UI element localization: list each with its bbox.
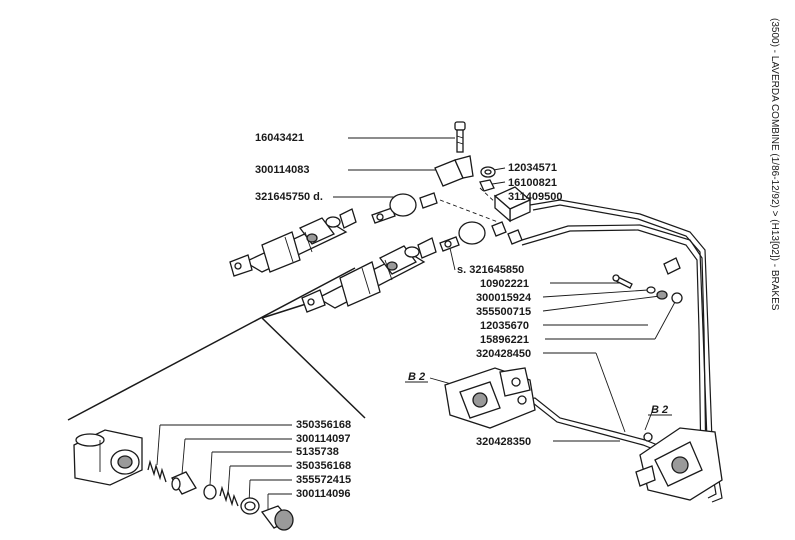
assembly-guide-lines xyxy=(439,187,499,223)
caliper-right xyxy=(635,427,723,501)
label-321645850: s. 321645850 xyxy=(457,264,524,276)
label-355500715: 355500715 xyxy=(476,306,531,318)
master-cylinder-lower xyxy=(301,237,437,313)
diagram-title: (3500) - LAVERDA COMBINE (1/86-12/92) > … xyxy=(769,18,780,311)
bracket xyxy=(434,155,474,187)
label-b2-left: B 2 xyxy=(408,371,425,383)
label-5135738: 5135738 xyxy=(296,446,339,458)
label-10902221: 10902221 xyxy=(480,278,529,290)
washer xyxy=(480,166,496,178)
label-320428350: 320428350 xyxy=(476,436,531,448)
label-300114083: 300114083 xyxy=(255,164,309,176)
small-washer xyxy=(646,286,656,294)
dust-cap xyxy=(656,290,668,300)
label-311409500: 311409500 xyxy=(508,191,562,203)
inlet-fitting-lower xyxy=(439,236,460,252)
label-350356168-a: 350356168 xyxy=(296,419,351,431)
inlet-fitting-upper xyxy=(371,207,396,224)
label-320428450: 320428450 xyxy=(476,348,531,360)
seal-ring-upper xyxy=(389,193,417,217)
label-321645750: 321645750 d. xyxy=(255,191,323,203)
label-300114097: 300114097 xyxy=(296,433,350,445)
seal-washer xyxy=(240,497,260,515)
bolt xyxy=(454,121,466,153)
label-b2-right: B 2 xyxy=(651,404,668,416)
label-355572415: 355572415 xyxy=(296,474,351,486)
explosion-lines xyxy=(67,267,376,421)
o-ring xyxy=(203,484,217,500)
spring-1 xyxy=(147,459,167,483)
end-plug xyxy=(260,505,294,531)
label-12035670: 12035670 xyxy=(480,320,529,332)
label-300114096: 300114096 xyxy=(296,488,350,500)
label-300015924: 300015924 xyxy=(476,292,532,304)
label-12034571: 12034571 xyxy=(508,162,557,174)
piston xyxy=(171,471,197,495)
part-labels: 16043421 300114083 321645750 d. 12034571… xyxy=(255,132,672,500)
union-fitting xyxy=(419,192,438,209)
bleed-screw xyxy=(612,274,633,289)
master-cylinder-upper xyxy=(229,208,357,277)
caliper-left xyxy=(444,367,536,429)
spring-2 xyxy=(219,485,239,507)
label-350356168-b: 350356168 xyxy=(296,460,351,472)
banjo-fittings xyxy=(491,221,523,245)
seal-ring-lower xyxy=(458,221,486,245)
caliper-pipe xyxy=(519,397,661,452)
label-16043421: 16043421 xyxy=(255,132,304,144)
clip xyxy=(663,257,681,275)
leader-lines xyxy=(156,137,676,510)
label-16100821: 16100821 xyxy=(508,177,557,189)
seal xyxy=(671,292,683,304)
nut xyxy=(479,179,495,192)
valve-body xyxy=(73,429,143,486)
label-15896221: 15896221 xyxy=(480,334,529,346)
coupling-block xyxy=(493,186,532,223)
